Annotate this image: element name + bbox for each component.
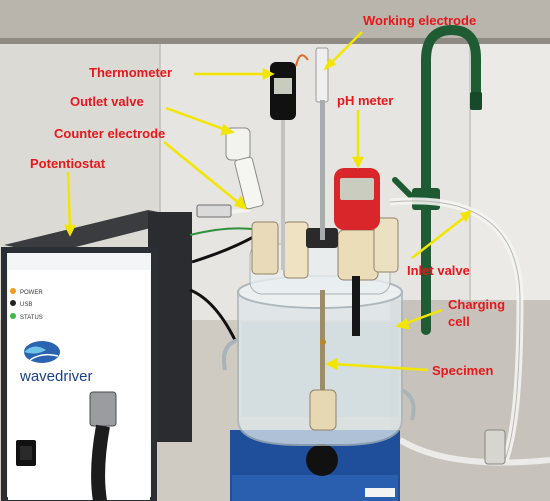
label-specimen: Specimen [432, 363, 494, 378]
potentiostat-top [4, 210, 190, 254]
faucet-handle [392, 177, 413, 198]
label-charging-cell: Charging cell [448, 297, 506, 329]
specimen-tip [320, 339, 326, 345]
label-working-electrode: Working electrode [363, 13, 477, 28]
tube-fitting [484, 429, 506, 465]
working-electrode-holder [315, 47, 329, 103]
cable-black-2 [189, 288, 237, 341]
wavedriver-logo-icon [24, 341, 60, 363]
orange-wire [295, 54, 309, 67]
port-right [373, 217, 399, 273]
arrow-working-electrode [329, 31, 363, 65]
drain-tube [398, 437, 550, 466]
bottom-fitting [309, 389, 337, 431]
power-label: POWER [20, 290, 43, 296]
cable-black-1 [191, 234, 256, 264]
power-switch-rocker [20, 446, 32, 460]
inlet-tube-edge [389, 200, 521, 461]
arrow-counter-electrode [163, 141, 241, 205]
label-ph-meter: pH meter [337, 93, 394, 108]
arrow-outlet-valve [165, 106, 227, 132]
annotation-arrows [63, 31, 473, 372]
usb-led-icon [10, 300, 16, 306]
front-connector [89, 391, 117, 427]
arrow-charging-cell [403, 308, 443, 326]
side-port-right [400, 388, 416, 421]
thermometer-display [274, 78, 292, 94]
bench-right [390, 300, 550, 501]
brand-name: wavedriver [19, 368, 93, 385]
outlet-valve-stem [234, 156, 264, 210]
thermometer-probe [281, 120, 285, 270]
status-label: STATUS [20, 315, 43, 321]
power-led-icon [10, 288, 16, 294]
label-outlet-valve: Outlet valve [70, 94, 144, 109]
stir-knob-icon [306, 444, 338, 476]
arrow-potentiostat [66, 171, 72, 229]
port-center [283, 221, 309, 279]
arrow-specimen [333, 362, 429, 372]
status-led-icon [10, 313, 16, 319]
working-electrode-rod [320, 100, 325, 240]
ph-probe [352, 276, 360, 336]
label-inlet-valve: Inlet valve [407, 263, 470, 278]
cabinet-shelf [0, 38, 550, 44]
side-port-left [221, 338, 239, 371]
faucet-neck [421, 24, 481, 335]
braided-cable [91, 424, 110, 501]
usb-label: USB [20, 302, 32, 308]
label-counter-electrode: Counter electrode [54, 126, 166, 141]
port-ph [337, 229, 379, 281]
arrow-inlet-valve [411, 215, 467, 259]
wall-panel-right [470, 44, 550, 344]
port-left [251, 221, 279, 275]
label-thermometer: Thermometer [89, 65, 173, 80]
serial-sticker [365, 488, 395, 497]
ph-meter-display [340, 178, 374, 200]
counter-electrode-clip [196, 204, 232, 218]
label-potentiostat: Potentiostat [30, 156, 106, 171]
faucet-tip [470, 92, 482, 110]
